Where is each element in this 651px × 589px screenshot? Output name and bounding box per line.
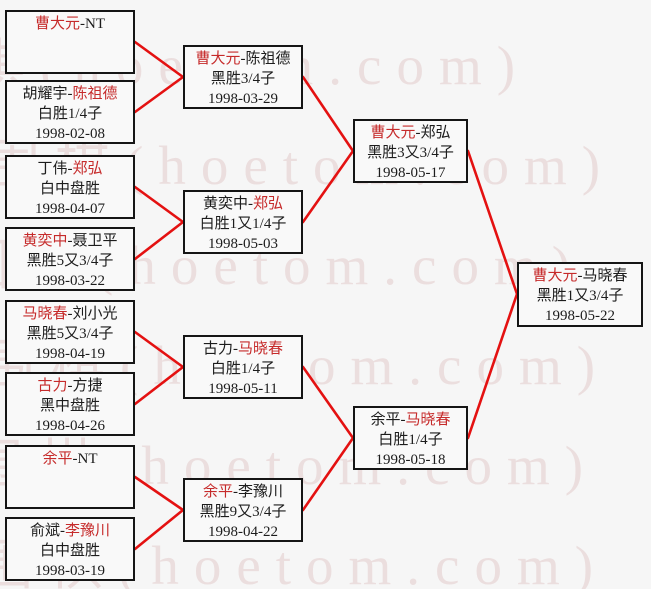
winner-name: 陈祖德	[72, 86, 118, 102]
match-players: 马晓春-刘小光	[22, 306, 118, 322]
winner-name: 曹大元	[370, 125, 416, 141]
match-players: 曹大元-马晓春	[532, 268, 628, 284]
match-players: 胡耀宇-陈祖德	[22, 86, 118, 102]
match-players: 曹大元-NT	[34, 16, 105, 32]
match-box-r1-7: 余平-NT	[5, 445, 135, 509]
match-result: 白胜1又1/4子	[199, 216, 287, 232]
match-result: 白胜1/4子	[210, 361, 276, 377]
connector-line	[133, 330, 185, 369]
winner-name: 古力	[37, 378, 68, 394]
winner-name: 余平	[42, 451, 73, 467]
winner-name: 郑弘	[72, 161, 103, 177]
match-date: 1998-02-08	[35, 126, 105, 142]
match-result: 黑中盘胜	[39, 398, 100, 414]
match-date: 1998-04-07	[35, 201, 105, 217]
match-result: 黑胜3/4子	[210, 71, 276, 87]
winner-name: 马晓春	[237, 341, 283, 357]
match-date: 1998-05-18	[375, 452, 446, 468]
connector-line	[301, 149, 355, 224]
match-date: 1998-04-26	[35, 418, 105, 434]
match-players: 俞斌-李豫川	[29, 523, 110, 539]
match-result: 黑胜9又3/4子	[199, 504, 287, 520]
match-players: 余平-李豫川	[202, 484, 283, 500]
match-box-r3-1: 曹大元-郑弘 黑胜3又3/4子 1998-05-17	[353, 119, 468, 183]
match-date: 1998-03-29	[208, 91, 278, 107]
connector-line	[466, 292, 519, 440]
match-date: 1998-03-19	[35, 563, 105, 579]
match-players: 曹大元-郑弘	[370, 125, 451, 141]
match-players: 古力-马晓春	[202, 341, 283, 357]
match-result: 黑胜3又3/4子	[367, 145, 454, 161]
connector-line	[133, 475, 185, 512]
match-date: 1998-05-22	[545, 308, 615, 324]
winner-name: 曹大元	[195, 51, 241, 67]
match-players: 古力-方捷	[37, 378, 103, 394]
connector-line	[133, 75, 185, 114]
connector-line	[466, 149, 519, 296]
match-result: 黑胜1又3/4子	[536, 288, 624, 304]
connector-line	[133, 220, 185, 261]
match-box-r2-2: 黄奕中-郑弘 白胜1又1/4子 1998-05-03	[183, 190, 303, 254]
connector-line	[301, 75, 355, 153]
connector-line	[133, 365, 185, 406]
winner-name: 郑弘	[252, 196, 283, 212]
match-box-r2-4: 余平-李豫川 黑胜9又3/4子 1998-04-22	[183, 478, 303, 542]
match-box-r1-4: 黄奕中-聂卫平 黑胜5又3/4子 1998-03-22	[5, 227, 135, 291]
match-players: 余平-马晓春	[370, 412, 451, 428]
match-box-r1-2: 胡耀宇-陈祖德 白胜1/4子 1998-02-08	[5, 80, 135, 144]
match-result: 白胜1/4子	[37, 106, 103, 122]
winner-name: 余平	[202, 484, 233, 500]
connector-line	[133, 40, 185, 79]
match-box-r1-3: 丁伟-郑弘 白中盘胜 1998-04-07	[5, 155, 135, 219]
winner-name: 黄奕中	[22, 233, 68, 249]
match-box-r3-2: 余平-马晓春 白胜1/4子 1998-05-18	[353, 406, 468, 470]
match-date: 1998-03-22	[35, 273, 105, 289]
match-players: 余平-NT	[42, 451, 98, 467]
match-box-r1-5: 马晓春-刘小光 黑胜5又3/4子 1998-04-19	[5, 300, 135, 364]
match-box-final: 曹大元-马晓春 黑胜1又3/4子 1998-05-22	[517, 262, 643, 327]
match-result: 白中盘胜	[39, 181, 100, 197]
connector-line	[301, 365, 355, 440]
winner-name: 马晓春	[22, 306, 68, 322]
match-players: 黄奕中-聂卫平	[22, 233, 118, 249]
match-box-r1-1: 曹大元-NT	[5, 10, 135, 74]
winner-name: 曹大元	[34, 16, 80, 32]
connector-line	[133, 508, 185, 551]
connector-line	[133, 185, 185, 224]
match-box-r2-1: 曹大元-陈祖德 黑胜3/4子 1998-03-29	[183, 45, 303, 109]
match-result: 白中盘胜	[39, 543, 100, 559]
match-players: 丁伟-郑弘	[37, 161, 103, 177]
match-players: 曹大元-陈祖德	[195, 51, 291, 67]
winner-name: 马晓春	[405, 412, 451, 428]
match-date: 1998-05-11	[208, 381, 278, 397]
match-result: 白胜1/4子	[378, 432, 443, 448]
match-box-r1-8: 俞斌-李豫川 白中盘胜 1998-03-19	[5, 517, 135, 581]
connector-line	[301, 436, 355, 512]
match-box-r1-6: 古力-方捷 黑中盘胜 1998-04-26	[5, 372, 135, 436]
winner-name: 李豫川	[64, 523, 110, 539]
match-players: 黄奕中-郑弘	[202, 196, 283, 212]
match-date: 1998-05-17	[375, 165, 446, 181]
winner-name: 曹大元	[532, 268, 578, 284]
match-result: 黑胜5又3/4子	[26, 253, 114, 269]
match-date: 1998-04-19	[35, 346, 105, 362]
match-date: 1998-04-22	[208, 524, 278, 540]
match-date: 1998-05-03	[208, 236, 278, 252]
match-box-r2-3: 古力-马晓春 白胜1/4子 1998-05-11	[183, 335, 303, 399]
match-result: 黑胜5又3/4子	[26, 326, 114, 342]
